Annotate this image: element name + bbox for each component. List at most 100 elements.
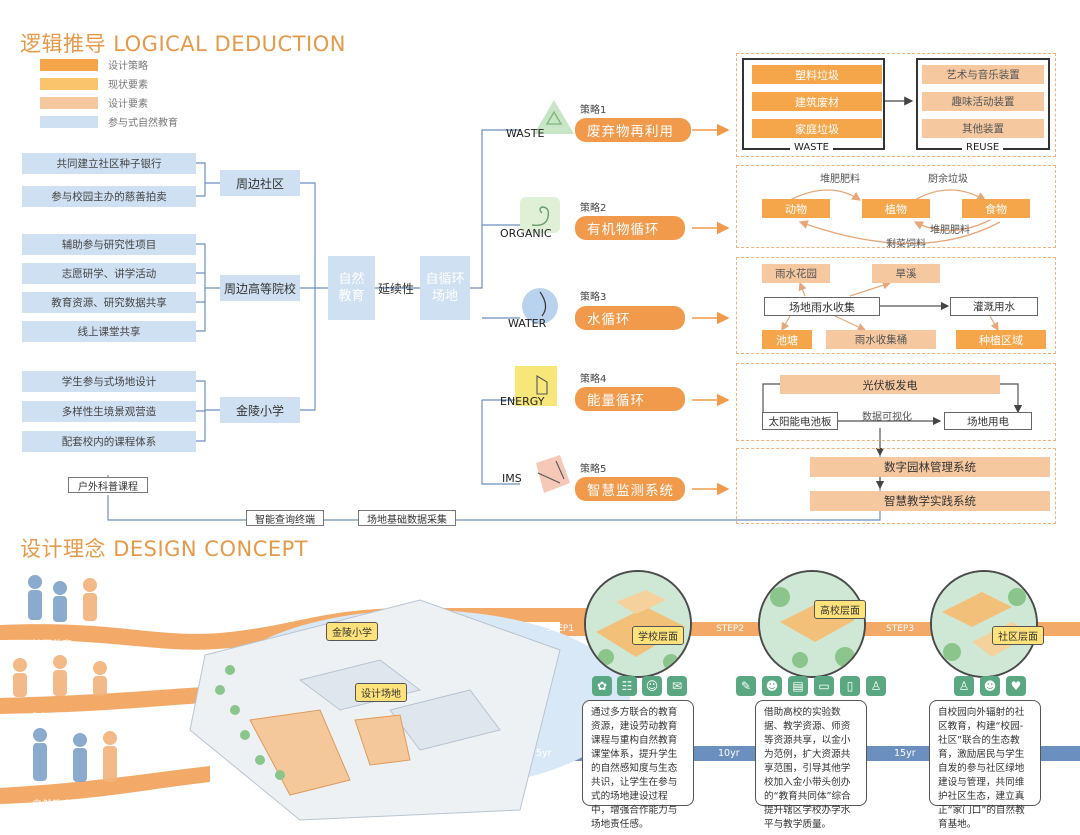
legend-label: 设计要素	[108, 99, 148, 110]
school-level-circle	[584, 570, 692, 678]
strategy-number: 策略4	[580, 374, 607, 385]
college-item: 志愿研学、讲学活动	[22, 263, 196, 284]
energy-panel	[736, 363, 1056, 441]
concept-title-en: DESIGN CONCEPT	[113, 537, 309, 561]
legend-swatch	[40, 58, 98, 71]
waste-item: 建筑废材	[752, 92, 882, 111]
leaf-icon: ✿	[592, 676, 612, 696]
strategy-energy-button[interactable]: 能量循环	[575, 387, 685, 411]
hub-nature-edu: 自然教育	[328, 256, 375, 320]
strategy-organic-button[interactable]: 有机物循环	[575, 216, 685, 240]
step-label: STEP3	[886, 624, 915, 634]
strategy-ims-button[interactable]: 智慧监测系统	[575, 477, 685, 501]
reuse-item: 艺术与音乐装置	[922, 65, 1044, 84]
recycle-triangle-icon	[534, 100, 574, 134]
chat-icon: ✉	[667, 676, 687, 696]
concept-title: 设计理念 DESIGN CONCEPT	[20, 533, 308, 563]
ims-panel	[736, 448, 1056, 524]
category-organic: ORGANIC	[500, 227, 552, 240]
category-water: WATER	[508, 317, 547, 330]
organic-node: 食物	[962, 199, 1030, 218]
terminal-label: 智能查询终端	[246, 510, 324, 526]
energy-left: 太阳能电池板	[762, 412, 838, 430]
step-label: STEP1	[546, 624, 575, 634]
college-item: 教育资源、研究数据共享	[22, 292, 196, 313]
waste-item: 家庭垃圾	[752, 119, 882, 138]
category-waste: WASTE	[506, 127, 545, 140]
hub-school: 金陵小学	[220, 397, 300, 423]
water-drop-icon	[522, 288, 558, 324]
organic-flow-label: 剩菜饲料	[886, 239, 926, 250]
school-item: 学生参与式场地设计	[22, 371, 196, 392]
reuse-item: 趣味活动装置	[922, 92, 1044, 111]
concept-illustration	[0, 575, 1080, 821]
step3-description: 自校园向外辐射的社区教育，构建“校园-社区”联合的生态教育，激励居民与学生自发的…	[929, 700, 1041, 830]
circle-tag: 高校层面	[814, 600, 866, 619]
reuse-item: 其他装置	[922, 119, 1044, 138]
concept-title-cn: 设计理念	[20, 537, 106, 561]
group-icon: ☻	[762, 676, 782, 696]
water-right: 灌溉用水	[950, 297, 1038, 316]
legend-label: 参与式自然教育	[108, 118, 178, 129]
water-bottom-item: 雨水收集桶	[826, 330, 936, 349]
ims-item: 智慧教学实践系统	[810, 491, 1050, 511]
step-label: STEP2	[716, 624, 745, 634]
monitor-hand-icon	[536, 455, 570, 493]
document-icon: ▯	[840, 676, 860, 696]
category-energy: ENERGY	[500, 395, 545, 408]
legend-label: 现状要素	[108, 80, 148, 91]
waste-caption: WASTE	[790, 142, 833, 153]
organic-flow-label: 堆肥肥料	[820, 174, 860, 185]
water-center: 场地雨水收集	[764, 297, 880, 316]
strategy-water-button[interactable]: 水循环	[575, 306, 685, 330]
energy-right: 场地用电	[944, 412, 1032, 430]
strategy-number: 策略5	[580, 464, 607, 475]
community-item: 参与校园主办的慈善拍卖	[22, 186, 196, 207]
strategy-number: 策略1	[580, 105, 607, 116]
resident-icon: ♙	[954, 676, 974, 696]
legend-item-strategy: 设计策略	[40, 57, 148, 72]
logic-title-cn: 逻辑推导	[20, 32, 106, 56]
year-label: 15yr	[894, 748, 916, 759]
year-label: 10yr	[718, 748, 740, 759]
step2-description: 借助高校的实验数据、教学资源、师资等资源共享，以金小为范例，扩大资源共享范围，引…	[755, 700, 867, 830]
data-collect-label: 场地基础数据采集	[358, 510, 456, 526]
legend-label: 设计策略	[108, 61, 148, 72]
college-level-circle	[758, 570, 866, 678]
hub-community: 周边社区	[220, 170, 300, 196]
legend-swatch	[40, 96, 98, 109]
teacher-icon: ♙	[866, 676, 886, 696]
person-icon: ☺	[642, 676, 662, 696]
legend-swatch	[40, 77, 98, 90]
energy-mid: 数据可视化	[862, 412, 912, 423]
classroom-icon: ☷	[617, 676, 637, 696]
organic-node: 植物	[862, 199, 930, 218]
organic-flow-label: 堆肥肥料	[930, 225, 970, 236]
logic-title: 逻辑推导 LOGICAL DEDUCTION	[20, 28, 346, 58]
reuse-caption: REUSE	[962, 142, 1004, 153]
circle-tag: 学校层面	[632, 626, 684, 645]
legend-item-design: 设计要素	[40, 95, 148, 110]
site-tag-design: 设计场地	[355, 683, 407, 702]
water-top-item: 雨水花园	[762, 264, 830, 283]
chart-icon: ✎	[736, 676, 756, 696]
sustain-label: 延续性	[378, 282, 415, 296]
swan-icon	[520, 197, 560, 233]
step1-description: 通过多方联合的教育资源，建设劳动教育课程与重构自然教育课堂体系，提升学生的自然感…	[582, 700, 694, 830]
water-top-item: 旱溪	[872, 264, 940, 283]
heart-icon: ♥	[1006, 676, 1026, 696]
strategy-number: 策略3	[580, 292, 607, 303]
strategy-waste-button[interactable]: 废弃物再利用	[575, 118, 691, 142]
water-panel	[736, 257, 1056, 354]
legend-swatch	[40, 115, 98, 128]
water-bottom-item: 池塘	[762, 330, 812, 349]
organic-node: 动物	[762, 199, 830, 218]
outdoor-course-label: 户外科普课程	[68, 477, 148, 493]
book-icon: ▤	[788, 676, 808, 696]
waste-item: 塑料垃圾	[752, 65, 882, 84]
college-item: 辅助参与研究性项目	[22, 234, 196, 255]
ims-item: 数字园林管理系统	[810, 457, 1050, 477]
community-item: 共同建立社区种子银行	[22, 153, 196, 174]
monitor-icon: ▭	[814, 676, 834, 696]
school-item: 多样性生境景观营造	[22, 401, 196, 422]
